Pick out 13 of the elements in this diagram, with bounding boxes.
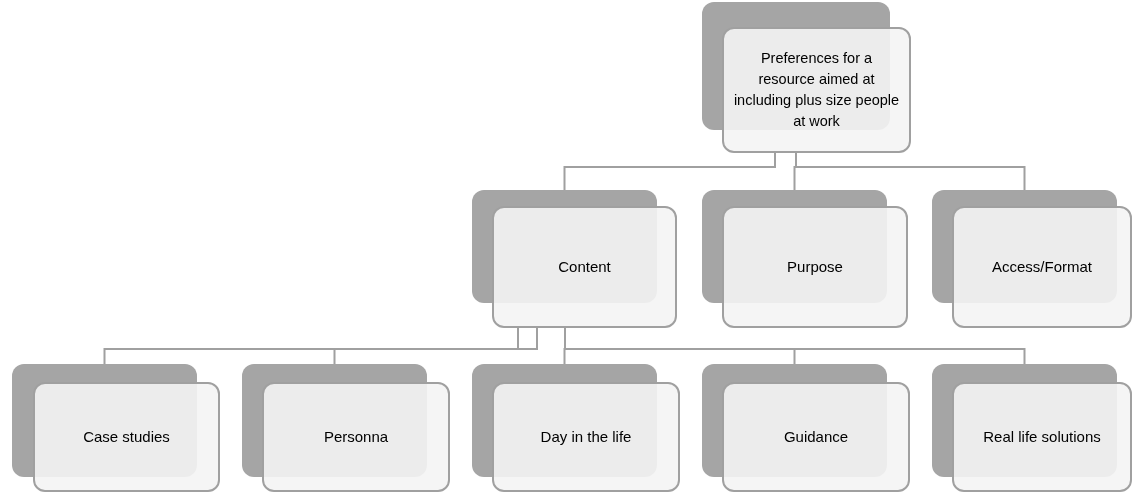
node-label: Guidance <box>783 427 849 447</box>
node-label: Case studies <box>83 427 170 447</box>
connector-line <box>563 152 776 191</box>
node-label: Access/Format <box>992 257 1092 277</box>
connector-line <box>333 327 538 365</box>
node-label: Content <box>558 257 611 277</box>
node-label: Personna <box>323 427 389 447</box>
node-label: Preferences for a resource aimed at including plus size people at work <box>732 49 901 131</box>
connector-line <box>103 327 519 365</box>
connector-line <box>795 152 1026 191</box>
node-label: Real life solutions <box>983 427 1101 447</box>
node-label: Day in the life <box>540 427 632 447</box>
node-label: Purpose <box>787 257 843 277</box>
